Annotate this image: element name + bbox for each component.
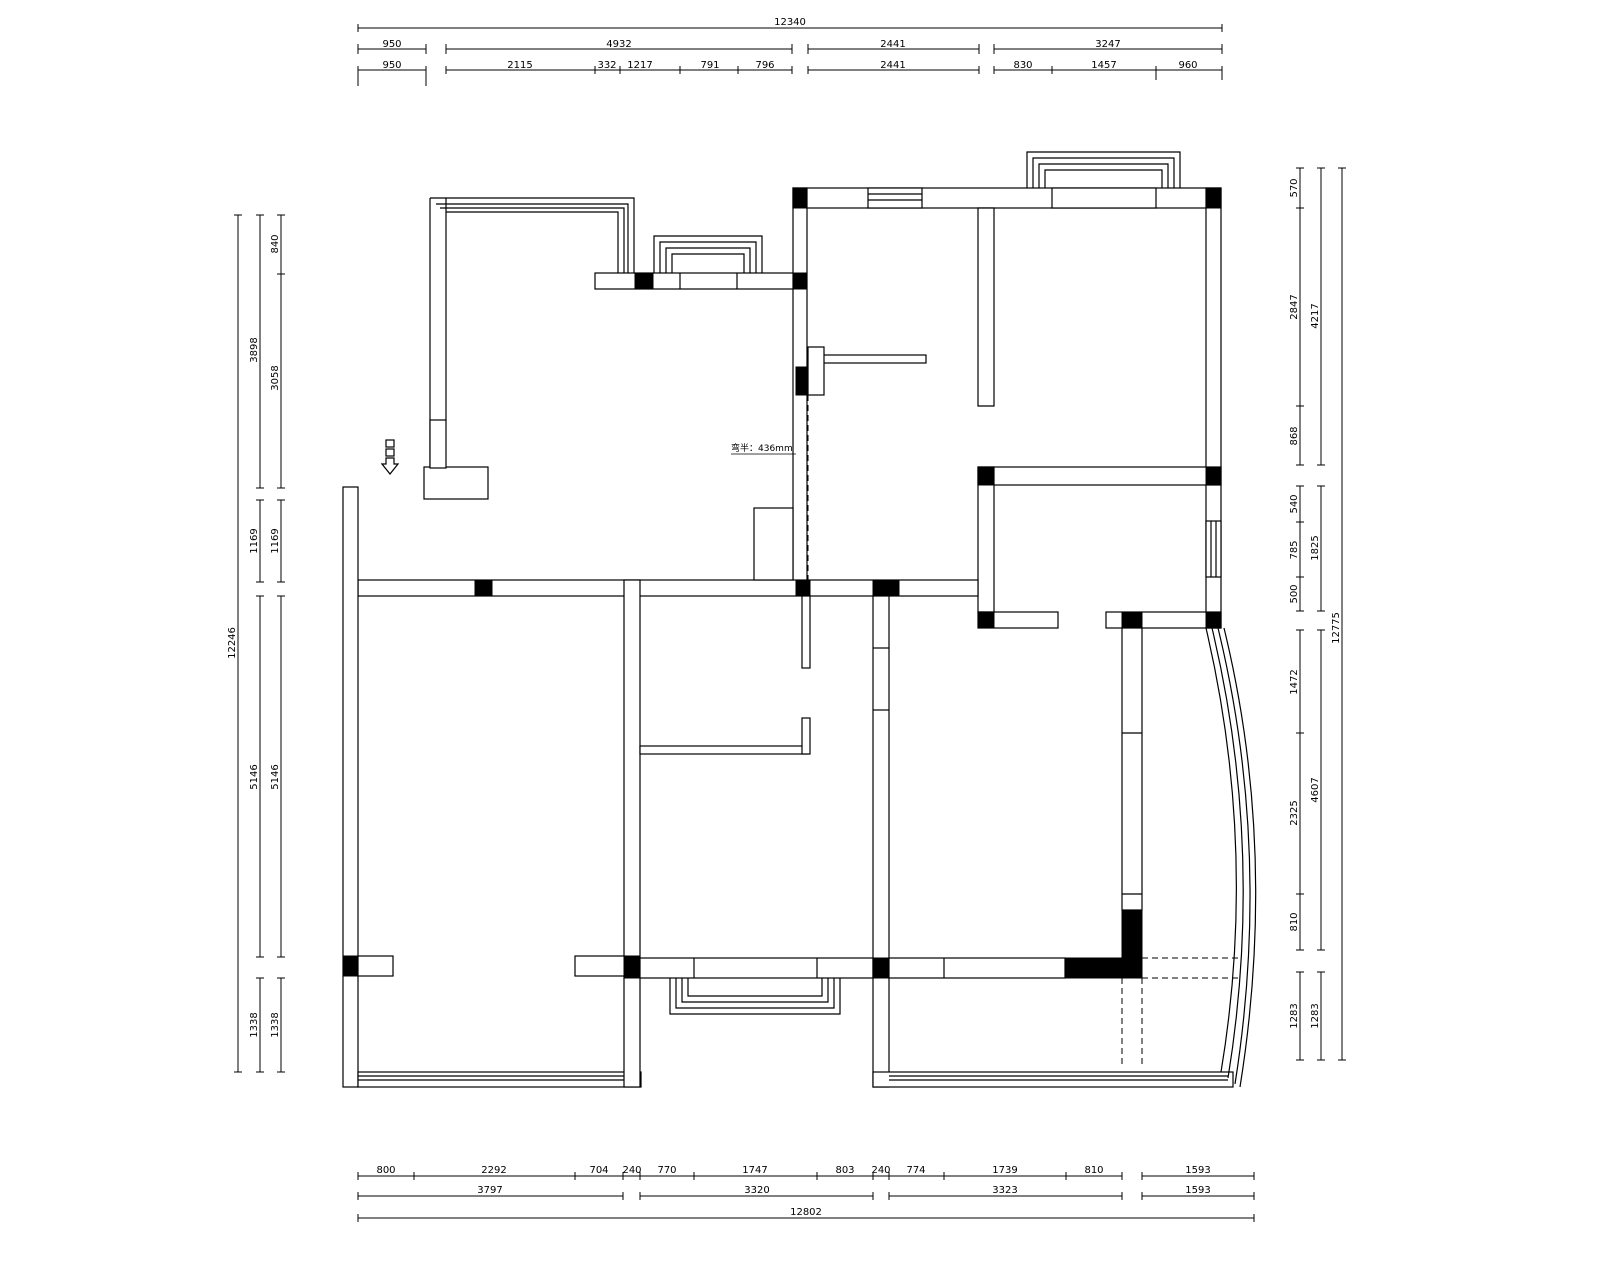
dim-bot1-a: 800 xyxy=(376,1165,395,1176)
dim-top1-c: 2441 xyxy=(880,39,905,50)
dim-right-outer-b: 1825 xyxy=(1310,535,1321,560)
dim-left-outer-a: 3898 xyxy=(249,337,260,362)
dim-top1-b: 4932 xyxy=(606,39,631,50)
dim-left-outer-d: 1338 xyxy=(249,1012,260,1037)
dim-left-inner-c: 1169 xyxy=(270,528,281,553)
dim-right-inner-e: 785 xyxy=(1289,540,1300,559)
dim-top2-c: 332 xyxy=(597,60,616,71)
dim-bot1-i: 774 xyxy=(906,1165,925,1176)
dim-top2-g: 2441 xyxy=(880,60,905,71)
dim-left-outer-c: 5146 xyxy=(249,764,260,789)
dim-top2-f: 796 xyxy=(755,60,774,71)
dim-top2-d: 1217 xyxy=(627,60,652,71)
dim-top2-a: 950 xyxy=(382,60,401,71)
dim-bot2-c: 3323 xyxy=(992,1185,1017,1196)
dim-bot1-c: 704 xyxy=(589,1165,608,1176)
dim-top2-h: 830 xyxy=(1013,60,1032,71)
dim-left-outer-b: 1169 xyxy=(249,528,260,553)
dim-bot2-a: 3797 xyxy=(477,1185,502,1196)
dim-right-inner-c: 868 xyxy=(1289,426,1300,445)
dim-right-inner-j: 1283 xyxy=(1289,1003,1300,1028)
structural-columns xyxy=(342,187,1222,979)
dim-right-inner-h: 2325 xyxy=(1289,800,1300,825)
dim-left-inner-a: 840 xyxy=(270,234,281,253)
dim-bot1-f: 1747 xyxy=(742,1165,767,1176)
top-dimensions: 12340 950 4932 2441 3247 950 2115 332 12… xyxy=(357,17,1223,86)
dim-right-outer-c: 4607 xyxy=(1310,777,1321,802)
dim-left-total: 12246 xyxy=(227,627,238,659)
dim-top2-i: 1457 xyxy=(1091,60,1116,71)
dim-top2-j: 960 xyxy=(1178,60,1197,71)
openings xyxy=(492,395,1240,1066)
dim-top-total: 12340 xyxy=(774,17,806,28)
dim-top2-b: 2115 xyxy=(507,60,532,71)
dim-right-outer-d: 1283 xyxy=(1310,1003,1321,1028)
dim-right-inner-a: 570 xyxy=(1289,178,1300,197)
dim-right-inner-f: 500 xyxy=(1289,584,1300,603)
bottom-dimensions: 800 2292 704 240 770 1747 803 240 774 17… xyxy=(357,1165,1255,1222)
dim-left-inner-b: 3058 xyxy=(270,365,281,390)
right-dimensions: 570 2847 868 540 785 500 1472 2325 810 1… xyxy=(1289,167,1346,1061)
dim-bot1-j: 1739 xyxy=(992,1165,1017,1176)
entrance-arrow-icon xyxy=(380,439,400,475)
dim-bottom-total: 12802 xyxy=(790,1207,822,1218)
dim-top1-a: 950 xyxy=(382,39,401,50)
left-dimensions: 12246 3898 1169 5146 1338 840 3058 1169 … xyxy=(227,214,285,1073)
bend-radius-annotation: 弯半：436mm xyxy=(731,442,793,454)
dim-right-inner-i: 810 xyxy=(1289,912,1300,931)
dim-bot1-h: 240 xyxy=(871,1165,890,1176)
dim-right-total: 12775 xyxy=(1331,612,1342,644)
dim-left-inner-e: 1338 xyxy=(270,1012,281,1037)
dim-bot1-b: 2292 xyxy=(481,1165,506,1176)
dim-bot1-g: 803 xyxy=(835,1165,854,1176)
dim-bot2-d: 1593 xyxy=(1185,1185,1210,1196)
dim-top2-e: 791 xyxy=(700,60,719,71)
dim-right-inner-b: 2847 xyxy=(1289,294,1300,319)
dim-bot1-d: 240 xyxy=(622,1165,641,1176)
dim-right-inner-g: 1472 xyxy=(1289,669,1300,694)
dim-right-outer-a: 4217 xyxy=(1310,303,1321,328)
dim-bot1-l: 1593 xyxy=(1185,1165,1210,1176)
walls xyxy=(342,151,1257,1088)
dim-top1-d: 3247 xyxy=(1095,39,1120,50)
dim-right-inner-d: 540 xyxy=(1289,494,1300,513)
dim-bot2-b: 3320 xyxy=(744,1185,769,1196)
dim-bot1-k: 810 xyxy=(1084,1165,1103,1176)
dim-bot1-e: 770 xyxy=(657,1165,676,1176)
dim-left-inner-d: 5146 xyxy=(270,764,281,789)
